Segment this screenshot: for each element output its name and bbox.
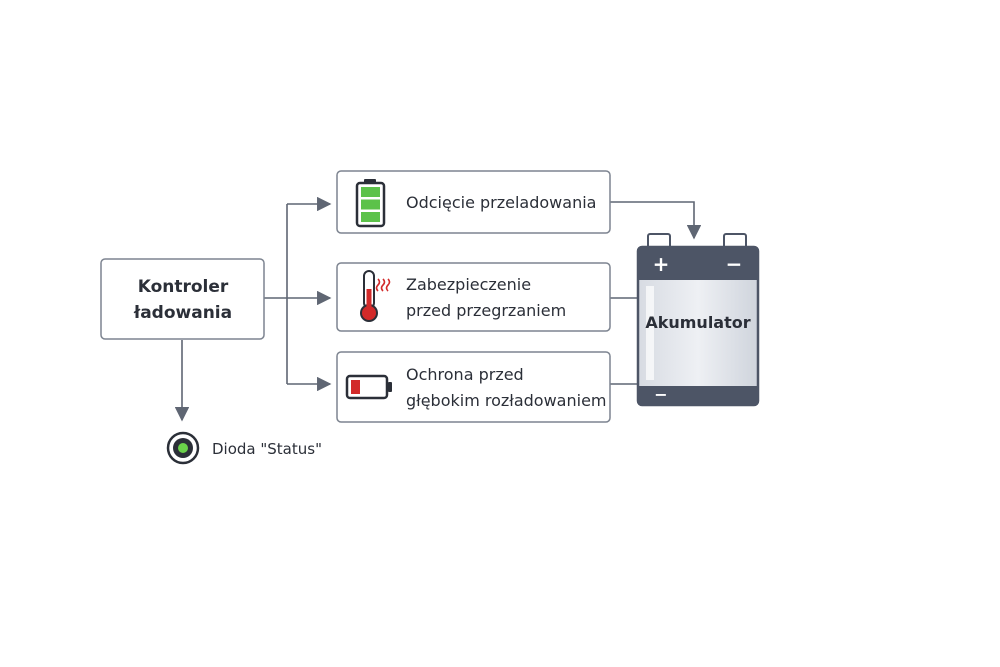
module-overheat-label-line1: Zabezpieczenie	[406, 275, 531, 294]
module-overheat-label-line2: przed przegrzaniem	[406, 301, 566, 320]
connectors	[174, 196, 702, 422]
module-overheat-protection: Zabezpieczenie przed przegrzaniem	[336, 262, 611, 332]
thermometer-hot-icon	[360, 270, 391, 322]
battery-label: Akumulator	[645, 313, 750, 332]
controller-label-line1: Kontroler	[138, 277, 229, 297]
battery-low-icon	[345, 374, 392, 400]
battery: + − − Akumulator	[636, 233, 760, 407]
arrow-overcharge-to-battery	[610, 201, 702, 240]
battery-minus-sign-top: −	[726, 252, 743, 276]
battery-body	[636, 245, 760, 407]
module-overcharge-cutoff: Odcięcie przeladowania	[336, 170, 611, 234]
status-led-label: Dioda "Status"	[212, 440, 322, 458]
module-overcharge-label: Odcięcie przeladowania	[406, 193, 596, 212]
status-led-icon	[166, 431, 200, 465]
battery-full-icon	[355, 179, 386, 228]
module-deep-discharge-label-line1: Ochrona przed	[406, 365, 524, 384]
status-led: Dioda "Status"	[166, 431, 322, 465]
controller-label-line2: ładowania	[133, 303, 232, 323]
battery-minus-sign-bottom: −	[654, 385, 667, 404]
battery-top-band	[639, 248, 757, 280]
battery-plus-sign: +	[653, 252, 670, 276]
module-deep-discharge-label-line2: głębokim rozładowaniem	[406, 391, 607, 410]
battery-bottom-band	[639, 386, 757, 404]
controller-box: Kontroler ładowania	[100, 258, 265, 340]
module-deep-discharge-protection: Ochrona przed głębokim rozładowaniem	[336, 351, 611, 423]
